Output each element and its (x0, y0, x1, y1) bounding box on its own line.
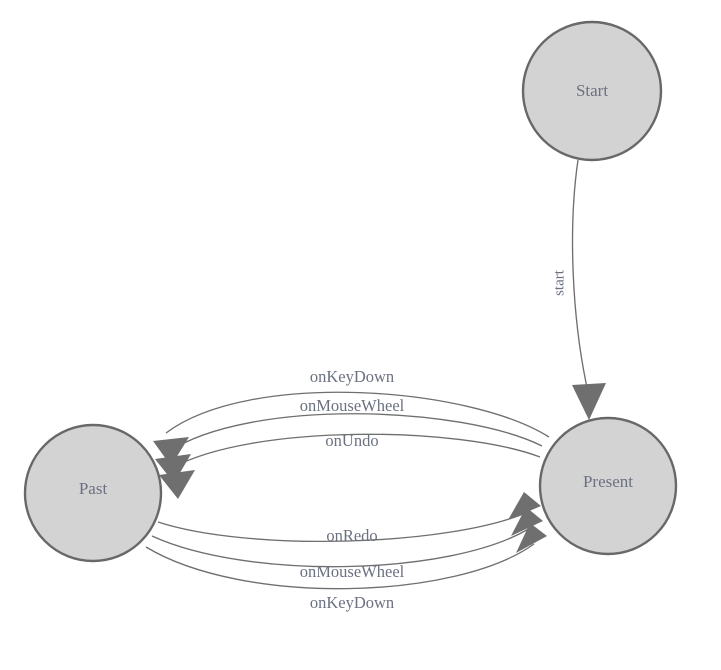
edge-start-to-present[interactable]: start (551, 159, 606, 420)
edge-past-to-present-keydown[interactable]: onKeyDown (145, 523, 547, 612)
edge-label-start: start (551, 269, 567, 296)
edge-present-to-past-keydown[interactable]: onKeyDown (153, 367, 550, 466)
edge-label-redo: onRedo (326, 526, 377, 545)
edge-label-keydown-top: onKeyDown (310, 367, 394, 386)
edge-keydown-top-path (165, 391, 550, 438)
arrowhead-present-top (572, 383, 606, 420)
node-past[interactable]: Past (23, 423, 163, 563)
edge-past-to-present-mousewheel[interactable]: onMouseWheel (151, 507, 543, 581)
node-present-label: Present (583, 472, 633, 491)
edge-past-to-present-redo[interactable]: onRedo (157, 492, 541, 545)
edge-undo-path (171, 433, 541, 469)
node-present-circle (538, 416, 678, 556)
node-past-circle (23, 423, 163, 563)
edge-present-to-past-undo[interactable]: onUndo (159, 431, 541, 499)
arrowhead-present-3 (516, 523, 547, 553)
node-present[interactable]: Present (538, 416, 678, 556)
node-past-label: Past (79, 479, 108, 498)
arrowhead-past-3 (159, 470, 195, 499)
arrowhead-past-2 (155, 454, 191, 483)
node-start[interactable]: Start (521, 20, 663, 162)
edge-keydown-bottom-path (145, 543, 535, 590)
edge-label-keydown-bottom: onKeyDown (310, 593, 394, 612)
node-start-label: Start (576, 81, 608, 100)
edge-mousewheel-top-path (167, 413, 543, 453)
edge-present-to-past-mousewheel[interactable]: onMouseWheel (155, 396, 543, 483)
edge-label-mousewheel-bottom: onMouseWheel (300, 562, 405, 581)
edge-start-path (571, 159, 589, 393)
arrowhead-present-2 (511, 507, 543, 536)
node-start-circle (521, 20, 663, 162)
edge-redo-path (157, 511, 529, 543)
edge-label-undo: onUndo (325, 431, 378, 450)
edge-label-mousewheel-top: onMouseWheel (300, 396, 405, 415)
edge-mousewheel-bottom-path (151, 527, 531, 568)
arrowhead-present-1 (508, 492, 541, 520)
